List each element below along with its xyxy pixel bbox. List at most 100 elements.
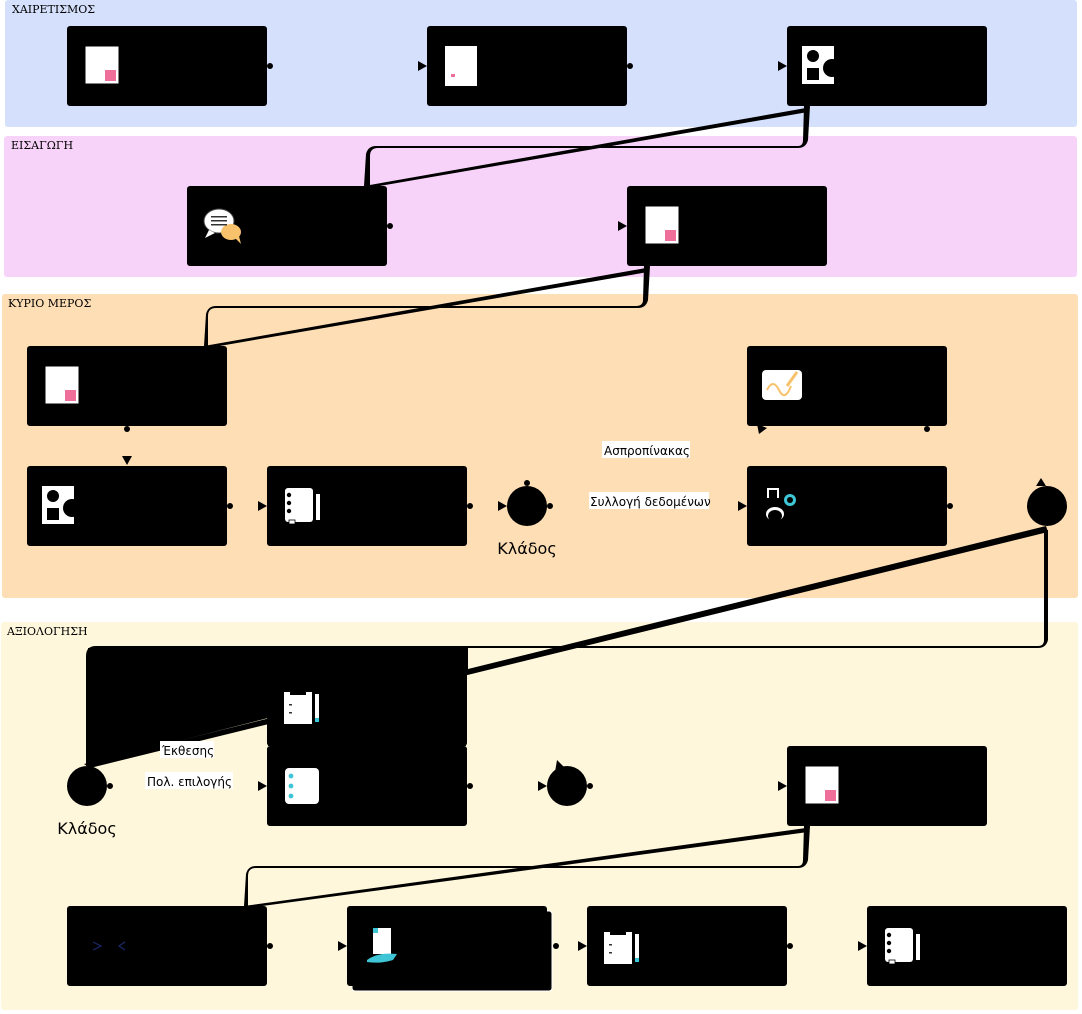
edge-label-multiple-choice[interactable]: Πολ. επιλογής xyxy=(147,775,232,789)
port-dot xyxy=(227,503,233,509)
connector-n4-cross[interactable] xyxy=(364,108,808,188)
clipboard-icon xyxy=(284,689,319,724)
node-box[interactable] xyxy=(27,466,227,546)
node-n9[interactable] xyxy=(747,346,947,426)
connector-n5-n6[interactable] xyxy=(204,266,650,346)
multiple-choice-icon xyxy=(285,768,319,804)
port-dot xyxy=(547,503,553,509)
node-n4[interactable] xyxy=(187,186,387,266)
branch-b3[interactable]: Κλάδος xyxy=(57,766,117,838)
node-n17[interactable] xyxy=(867,906,1067,986)
port-dot xyxy=(267,63,273,69)
branch-circle[interactable] xyxy=(547,766,587,806)
edge-label-report[interactable]: Έκθεσης xyxy=(161,744,214,758)
lane-intro-label: ΕΙΣΑΓΩΓΗ xyxy=(11,139,73,152)
port-dot xyxy=(587,783,593,789)
whiteboard-icon xyxy=(762,370,802,400)
lane-main-label: ΚΥΡΙΟ ΜΕΡΟΣ xyxy=(8,297,91,310)
chat-bubbles-icon xyxy=(203,208,241,244)
port-dot xyxy=(553,943,559,949)
node-n8[interactable] xyxy=(267,466,467,546)
arrow-head xyxy=(418,61,427,71)
node-box[interactable] xyxy=(347,906,547,986)
node-n16[interactable] xyxy=(587,906,787,986)
arrow-head xyxy=(1036,478,1046,486)
arrow-head xyxy=(858,941,867,951)
arrow-head xyxy=(258,501,267,511)
arrow-head xyxy=(578,941,587,951)
port-dot xyxy=(387,223,393,229)
edge-label-whiteboard[interactable]: Ασπροπίνακας xyxy=(604,444,690,458)
clipboard-icon xyxy=(604,929,639,964)
node-box[interactable] xyxy=(187,186,387,266)
node-n12[interactable] xyxy=(267,746,467,826)
branch-b2[interactable] xyxy=(1027,486,1067,526)
node-n1[interactable] xyxy=(67,26,267,106)
shapes-icon xyxy=(42,486,81,524)
arrow-head xyxy=(122,456,132,465)
arrow-head xyxy=(738,501,747,511)
branch-circle[interactable] xyxy=(67,766,107,806)
arrow-head xyxy=(498,501,507,511)
node-box[interactable] xyxy=(867,906,1067,986)
edge-label-mc-bg xyxy=(145,772,233,789)
arrow-head xyxy=(778,781,787,791)
node-box[interactable] xyxy=(747,346,947,426)
edge-label-report-bg xyxy=(160,741,214,758)
connector-n3-n4[interactable] xyxy=(364,106,810,186)
node-n10[interactable] xyxy=(747,466,947,546)
port-dot xyxy=(107,783,113,789)
page-icon xyxy=(644,205,680,245)
node-n5[interactable] xyxy=(627,186,827,266)
node-n3[interactable] xyxy=(787,26,987,106)
code-icon xyxy=(92,941,126,951)
branch-label: Κλάδος xyxy=(497,539,556,558)
page-icon xyxy=(44,365,80,405)
port-dot xyxy=(924,426,930,432)
branch-circle[interactable] xyxy=(1027,486,1067,526)
node-n14[interactable] xyxy=(67,906,267,986)
node-n2[interactable] xyxy=(427,26,627,106)
node-box[interactable] xyxy=(747,466,947,546)
page-icon xyxy=(804,765,840,805)
node-n11[interactable] xyxy=(267,666,467,746)
notebook-icon xyxy=(285,488,320,525)
arrow-head xyxy=(618,221,627,231)
node-n15[interactable] xyxy=(347,906,553,992)
notebook-icon xyxy=(885,928,920,965)
node-n6[interactable] xyxy=(27,346,227,426)
node-box[interactable] xyxy=(267,746,467,826)
edge-labels: Ασπροπίνακας Συλλογή δεδομένων Έκθεσης Π… xyxy=(145,441,711,789)
node-box[interactable] xyxy=(67,906,267,986)
arrow-head xyxy=(1028,501,1037,511)
page-icon xyxy=(84,45,120,85)
connector-n13-n14[interactable] xyxy=(244,826,810,906)
node-box[interactable] xyxy=(787,26,987,106)
arrow-head xyxy=(258,781,267,791)
edge-label-data-collection[interactable]: Συλλογή δεδομένων xyxy=(590,495,711,509)
connector-b3-band-left xyxy=(88,648,268,764)
node-box[interactable] xyxy=(267,466,467,546)
lane-greeting-label: ΧΑΙΡΕΤΙΣΜΟΣ xyxy=(12,3,95,16)
port-dot xyxy=(267,943,273,949)
port-dot xyxy=(787,943,793,949)
branch-b4[interactable] xyxy=(547,766,587,806)
node-n7[interactable] xyxy=(27,466,227,546)
document-icon xyxy=(445,46,477,86)
speech-tail xyxy=(757,424,767,434)
node-box[interactable] xyxy=(587,906,787,986)
lane-evaluation-label: ΑΞΙΟΛΟΓΗΣΗ xyxy=(6,625,88,638)
branch-label: Κλάδος xyxy=(57,819,116,838)
branch-b1[interactable]: Κλάδος xyxy=(497,486,557,558)
port-dot xyxy=(947,503,953,509)
shapes-icon xyxy=(802,46,841,84)
node-n13[interactable] xyxy=(787,746,987,826)
connector-n13-cross[interactable] xyxy=(244,828,808,908)
connector-n5-cross[interactable] xyxy=(204,268,648,348)
node-box[interactable] xyxy=(267,666,467,746)
branch-circle[interactable] xyxy=(507,486,547,526)
data-collection-icon xyxy=(766,488,796,522)
edge-label-whiteboard-bg xyxy=(602,441,690,458)
